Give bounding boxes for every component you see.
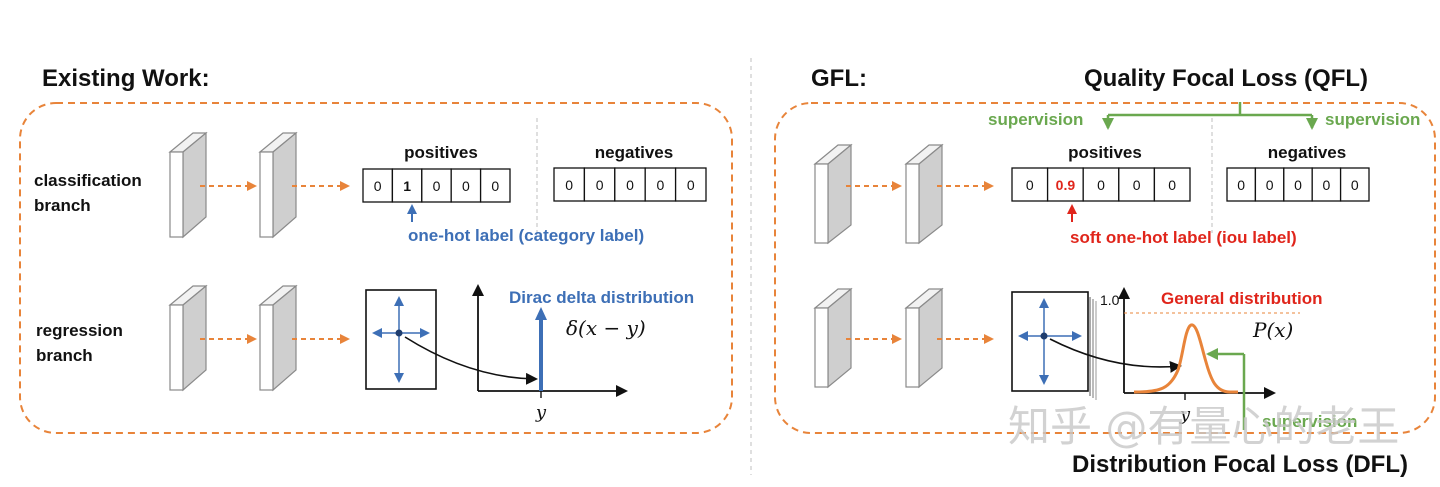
- dfl-supervision-bracket: [1206, 348, 1246, 430]
- right-x-tick: y: [1179, 404, 1191, 425]
- vector-cell: 0: [491, 178, 499, 194]
- feature-map-icon: [258, 284, 298, 392]
- vector-cell: 0: [1294, 177, 1302, 193]
- regression-label-line2: branch: [36, 346, 93, 365]
- crosshair-box-icon: [365, 289, 437, 390]
- right-negatives-label: negatives: [1268, 143, 1346, 162]
- general-dist-label: General distribution: [1161, 289, 1323, 308]
- left-y-tick: y: [535, 402, 547, 423]
- feature-map-icon: [168, 284, 208, 392]
- right-dashed-frame: [774, 102, 1436, 434]
- arrow-icon: [535, 307, 547, 320]
- right-positives-vector: 0 0.9 0 0 0: [1011, 167, 1191, 202]
- dfl-title: Distribution Focal Loss (DFL): [1072, 451, 1408, 478]
- soft-label: soft one-hot label (iou label): [1070, 228, 1297, 247]
- vector-cell: 0: [374, 178, 382, 194]
- arrow-icon: [404, 336, 538, 385]
- left-negatives-label: negatives: [595, 143, 673, 162]
- vector-cell: 0: [1168, 177, 1176, 193]
- crosshair-box-icon: [1011, 291, 1097, 400]
- right-negatives-vector: 0 0 0 0 0: [1226, 167, 1370, 202]
- vector-cell: 0.9: [1056, 177, 1076, 193]
- y-axis-tick: 1.0: [1100, 292, 1120, 308]
- left-positives-vector: 0 1 0 0 0: [362, 168, 511, 203]
- supervision-bottom-label: supervision: [1262, 412, 1357, 431]
- vector-cell: 0: [687, 177, 695, 193]
- feature-map-icon: [813, 287, 853, 389]
- vector-cell: 0: [1266, 177, 1274, 193]
- vector-cell: 1: [403, 178, 411, 194]
- right-panel: GFL: Quality Focal Loss (QFL) supervisio…: [774, 65, 1436, 478]
- qfl-supervision-bracket: [1102, 102, 1318, 130]
- onehot-label: one-hot label (category label): [408, 226, 644, 245]
- distribution-curve: [1133, 323, 1238, 394]
- vector-cell: 0: [1323, 177, 1331, 193]
- left-panel: Existing Work: classification branch reg…: [19, 65, 733, 434]
- dirac-label: Dirac delta distribution: [509, 288, 694, 307]
- right-positives-label: positives: [1068, 143, 1142, 162]
- vector-cell: 0: [1237, 177, 1245, 193]
- left-negatives-vector: 0 0 0 0 0: [553, 167, 707, 202]
- feature-map-icon: [813, 143, 853, 245]
- vector-cell: 0: [565, 177, 573, 193]
- feature-map-icon: [904, 143, 944, 245]
- vector-cell: 0: [1133, 177, 1141, 193]
- left-dashed-frame: [19, 102, 733, 434]
- feature-map-icon: [904, 287, 944, 389]
- right-heading: GFL:: [811, 65, 867, 92]
- px-formula: P(x): [1252, 318, 1293, 342]
- vector-cell: 0: [1026, 177, 1034, 193]
- left-heading: Existing Work:: [42, 65, 210, 92]
- dirac-formula: δ(x − y): [566, 316, 646, 340]
- regression-label-line1: regression: [36, 321, 123, 340]
- vector-cell: 0: [1351, 177, 1359, 193]
- vector-cell: 0: [1097, 177, 1105, 193]
- arrow-icon: [1049, 338, 1182, 373]
- watermark: 知乎 @有量心的老王: [1008, 402, 1399, 451]
- feature-map-icon: [168, 131, 208, 239]
- vector-cell: 0: [657, 177, 665, 193]
- dirac-plot: [472, 284, 628, 398]
- supervision-left-label: supervision: [988, 110, 1083, 129]
- classification-label-line2: branch: [34, 196, 91, 215]
- supervision-right-label: supervision: [1325, 110, 1420, 129]
- vector-cell: 0: [596, 177, 604, 193]
- vector-cell: 0: [433, 178, 441, 194]
- vector-cell: 0: [462, 178, 470, 194]
- classification-label-line1: classification: [34, 171, 142, 190]
- feature-map-icon: [258, 131, 298, 239]
- general-distribution-plot: [1118, 287, 1300, 400]
- qfl-title: Quality Focal Loss (QFL): [1084, 65, 1368, 92]
- vector-cell: 0: [626, 177, 634, 193]
- left-positives-label: positives: [404, 143, 478, 162]
